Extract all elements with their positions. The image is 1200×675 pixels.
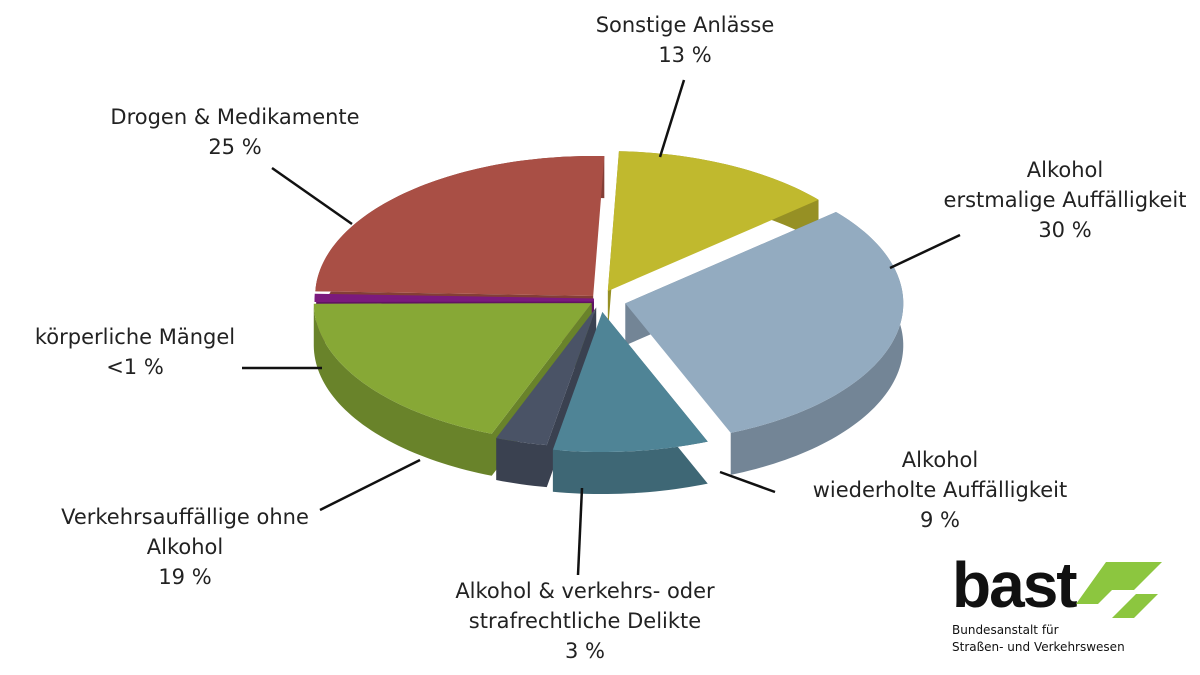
slice-top-4 (313, 303, 592, 434)
logo-wordmark: bast (952, 549, 1078, 621)
slice-label: Verkehrsauffällige ohne (61, 505, 309, 529)
slice-top-2 (552, 312, 708, 453)
slice-label: Alkohol & verkehrs- oder (455, 579, 715, 603)
slice-label: Alkohol (901, 448, 979, 472)
slice-label: Drogen & Medikamente (110, 105, 360, 129)
leader-line-4 (319, 458, 421, 512)
label-alkohol-erstmalig: Alkohol erstmalige Auffälligkeit 30 % (930, 155, 1200, 245)
slice-value: 9 % (920, 508, 960, 532)
leader-line-6 (271, 166, 353, 226)
slice-top-6 (315, 155, 605, 296)
slice-top-0 (607, 151, 819, 292)
label-verkehrsauffaellige: Verkehrsauffällige ohne Alkohol 19 % (40, 502, 330, 592)
slice-label: erstmalige Auffälligkeit (943, 188, 1187, 212)
leader-line-1 (889, 233, 961, 270)
slice-value: 25 % (208, 135, 262, 159)
logo-line-2: Straßen- und Verkehrswesen (952, 640, 1125, 654)
label-sonstige: Sonstige Anlässe 13 % (560, 10, 810, 70)
label-alkohol-wiederholt: Alkohol wiederholte Auffälligkeit 9 % (790, 445, 1090, 535)
slice-top-1 (625, 212, 904, 433)
slice-value: 19 % (158, 565, 212, 589)
slice-value: <1 % (106, 355, 164, 379)
leader-line-3 (576, 487, 584, 576)
slice-label: Sonstige Anlässe (595, 13, 775, 37)
slice-label: Alkohol (146, 535, 224, 559)
logo-line-1: Bundesanstalt für (952, 623, 1059, 637)
slice-value: 30 % (1038, 218, 1092, 242)
slice-side-2 (552, 312, 708, 495)
slice-label: strafrechtliche Delikte (468, 609, 702, 633)
label-drogen: Drogen & Medikamente 25 % (90, 102, 380, 162)
leader-line-2 (719, 470, 776, 494)
slice-side-3 (496, 307, 597, 488)
leader-line-0 (658, 79, 686, 158)
bast-logo: bast Bundesanstalt für Straßen- und Verk… (952, 546, 1162, 656)
slice-label: wiederholte Auffälligkeit (812, 478, 1068, 502)
slice-top-3 (496, 307, 597, 446)
label-koerperliche-maengel: körperliche Mängel <1 % (20, 322, 250, 382)
label-delikte: Alkohol & verkehrs- oder strafrechtliche… (430, 576, 740, 666)
logo-stripes-icon (1075, 562, 1162, 618)
slice-label: Alkohol (1026, 158, 1104, 182)
slice-label: körperliche Mängel (34, 325, 236, 349)
slice-top-5 (314, 293, 595, 303)
slice-value: 13 % (658, 43, 712, 67)
slice-value: 3 % (565, 639, 605, 663)
